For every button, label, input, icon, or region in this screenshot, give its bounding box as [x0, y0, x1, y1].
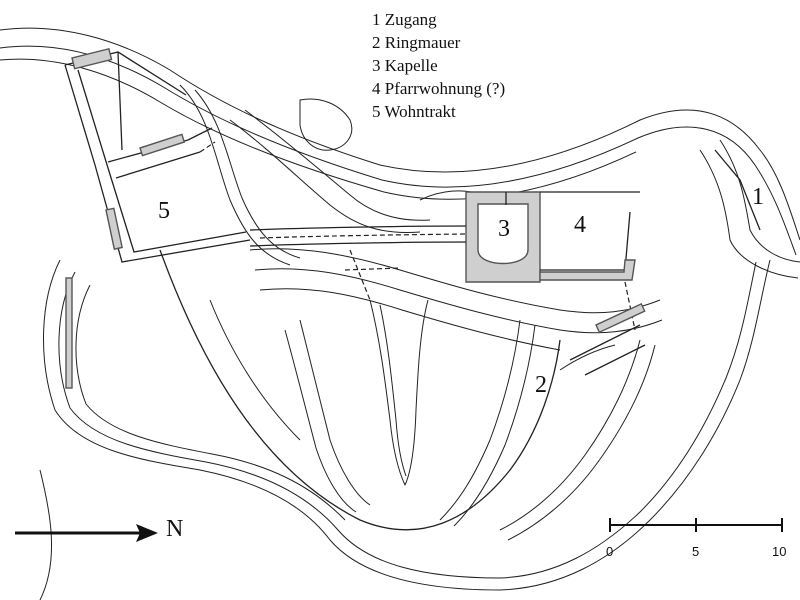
- legend-item-wohntrakt: 5 Wohntrakt: [372, 102, 456, 121]
- scale-bar-icon: [609, 518, 783, 532]
- north-arrow-icon: [15, 524, 158, 542]
- inner-curve: [159, 249, 561, 531]
- label-wohntrakt: 5: [158, 198, 170, 224]
- scale-label-10: 10: [772, 544, 787, 559]
- terrain-contours: [0, 27, 800, 600]
- pfarrwohnung-walls: [539, 191, 640, 281]
- wohntrakt-walls: [64, 47, 251, 389]
- legend-item-zugang: 1 Zugang: [372, 10, 437, 29]
- legend-item-pfarrwohnung: 4 Pfarrwohnung (?): [372, 79, 506, 98]
- kapelle-walls: [465, 191, 541, 283]
- connecting-walls: [249, 225, 636, 331]
- label-pfarrwohnung: 4: [574, 212, 586, 238]
- scale-label-5: 5: [692, 544, 700, 559]
- label-zugang: 1: [752, 184, 764, 210]
- zugang-path: [714, 149, 761, 231]
- legend-item-ringmauer: 2 Ringmauer: [372, 33, 461, 52]
- label-kapelle: 3: [498, 216, 510, 242]
- legend: 1 Zugang 2 Ringmauer 3 Kapelle 4 Pfarrwo…: [372, 8, 505, 123]
- scale-label-0: 0: [606, 544, 614, 559]
- label-ringmauer: 2: [535, 372, 547, 398]
- ringmauer-wall: [569, 302, 646, 376]
- legend-item-kapelle: 3 Kapelle: [372, 56, 438, 75]
- north-label: N: [166, 516, 184, 542]
